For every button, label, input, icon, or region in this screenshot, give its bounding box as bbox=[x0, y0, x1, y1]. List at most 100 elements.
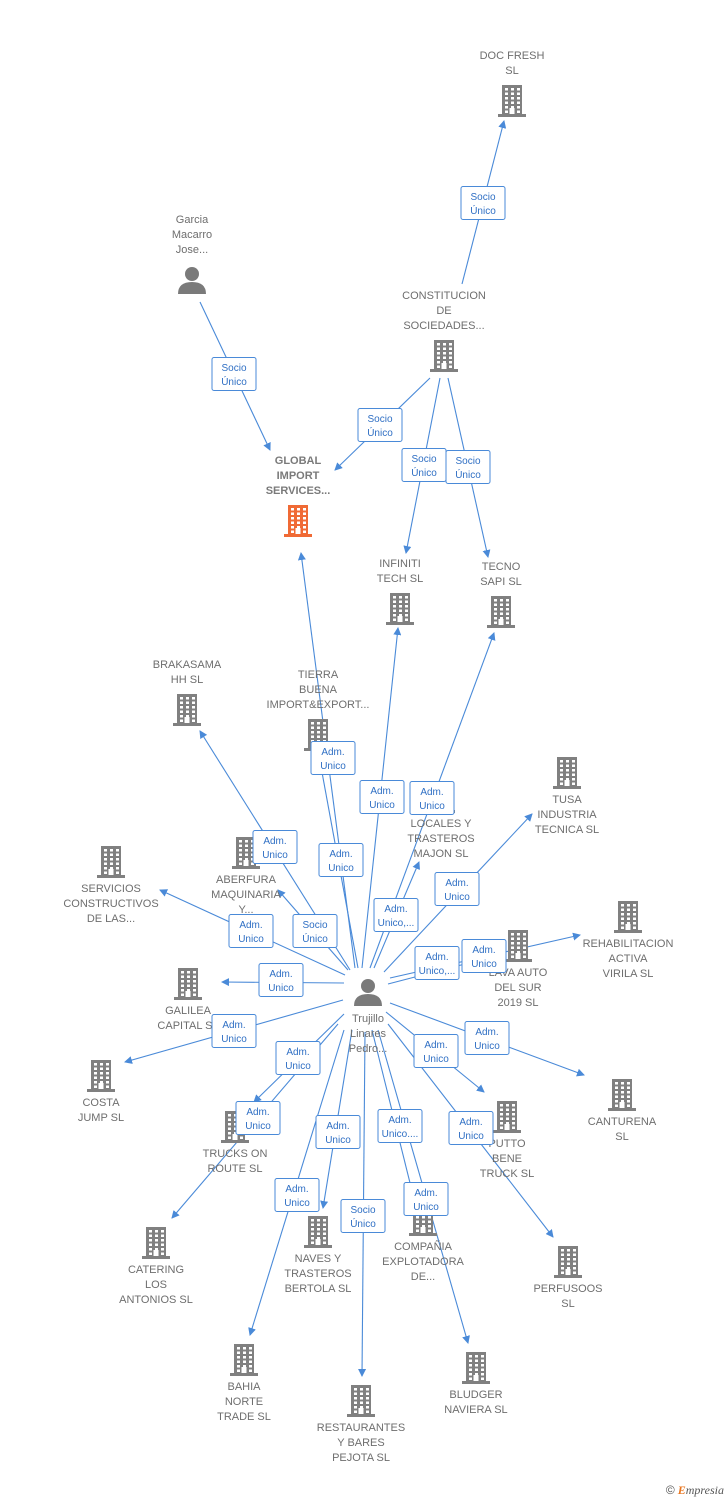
edge-label-line: Unico bbox=[325, 1135, 351, 1146]
node-label-line: Y... bbox=[238, 904, 253, 916]
node-label-line: EXPLOTADORA bbox=[382, 1256, 464, 1268]
node-label-line: PEJOTA SL bbox=[332, 1452, 390, 1464]
edge-label-box[interactable] bbox=[275, 1041, 321, 1075]
node-label-line: NORTE bbox=[225, 1396, 263, 1408]
edge-label-trujillo-to-infiniti[interactable]: Adm.Unico bbox=[359, 780, 405, 814]
edge-label-box[interactable] bbox=[274, 1178, 320, 1212]
edge-label-trujillo-to-trucks[interactable]: Adm.Unico bbox=[275, 1041, 321, 1075]
edge-label-trujillo-to-costa[interactable]: Adm.Unico bbox=[211, 1014, 257, 1048]
node-label-line: CAPITAL SL bbox=[157, 1020, 218, 1032]
edge-label-trujillo-to-lava[interactable]: Adm.Unico,... bbox=[414, 946, 460, 980]
edge-label-trujillo-to-locales[interactable]: Adm.Unico,... bbox=[373, 898, 419, 932]
edge-label-box[interactable] bbox=[310, 741, 356, 775]
edge-label-trujillo-to-canturena[interactable]: Adm.Unico bbox=[464, 1021, 510, 1055]
edge-label-box[interactable] bbox=[211, 1014, 257, 1048]
node-label-line: INFINITI bbox=[379, 558, 421, 570]
edge-label-box[interactable] bbox=[413, 1034, 459, 1068]
edge-label-box[interactable] bbox=[340, 1199, 386, 1233]
edge-label-line: Unico bbox=[262, 850, 288, 861]
node-label-line: Macarro bbox=[172, 229, 212, 241]
node-constitucion[interactable]: CONSTITUCIONDESOCIEDADES... bbox=[402, 290, 486, 372]
edge-label-box[interactable] bbox=[448, 1111, 494, 1145]
node-label-line: BRAKASAMA bbox=[153, 659, 222, 671]
edge-label-trujillo-to-global[interactable]: Adm.Unico bbox=[310, 741, 356, 775]
node-label-line: CONSTRUCTIVOS bbox=[63, 898, 158, 910]
edge-label-box[interactable] bbox=[228, 914, 274, 948]
edge-label-trujillo-to-galilea[interactable]: Adm.Unico bbox=[258, 963, 304, 997]
edge-label-trujillo-to-servicios[interactable]: Adm.Unico bbox=[228, 914, 274, 948]
edge-label-box[interactable] bbox=[377, 1109, 423, 1143]
node-label-line: 2019 SL bbox=[498, 997, 539, 1009]
edge-label-box[interactable] bbox=[461, 939, 507, 973]
edge-label-trujillo-to-rehabilitacion[interactable]: Adm.Unico bbox=[461, 939, 507, 973]
edge-label-line: Adm. bbox=[222, 1020, 245, 1031]
node-tierra[interactable]: TIERRABUENAIMPORT&EXPORT... bbox=[267, 669, 370, 751]
edge-label-box[interactable] bbox=[359, 780, 405, 814]
edge-label-box[interactable] bbox=[357, 408, 403, 442]
node-trujillo[interactable]: TrujilloLinaresPedro... bbox=[349, 979, 388, 1055]
edge-label-box[interactable] bbox=[414, 946, 460, 980]
node-garcia[interactable]: GarciaMacarroJose... bbox=[172, 214, 212, 294]
edge-label-box[interactable] bbox=[235, 1101, 281, 1135]
node-aberfura[interactable]: ABERFURAMAQUINARIAY... bbox=[211, 837, 281, 916]
edge-label-line: Unico bbox=[284, 1198, 310, 1209]
edge-label-trujillo-to-naves[interactable]: Adm.Unico bbox=[315, 1115, 361, 1149]
edge-label-trujillo-to-catering[interactable]: Adm.Unico bbox=[235, 1101, 281, 1135]
edge-label-box[interactable] bbox=[211, 357, 257, 391]
edge-label-box[interactable] bbox=[292, 914, 338, 948]
edge-label-trujillo-to-putto[interactable]: Adm.Unico bbox=[413, 1034, 459, 1068]
node-label-line: SOCIEDADES... bbox=[403, 320, 484, 332]
building-icon bbox=[504, 930, 532, 962]
edge-label-trujillo-to-tecno[interactable]: Adm.Unico bbox=[409, 781, 455, 815]
edge-label-trujillo-to-tusa[interactable]: Adm.Unico bbox=[434, 872, 480, 906]
edge-label-trujillo-to-bludger[interactable]: Adm.Unico bbox=[403, 1182, 449, 1216]
edge-label-trujillo-to-tierra[interactable]: Adm.Unico bbox=[318, 843, 364, 877]
node-global[interactable]: GLOBALIMPORTSERVICES... bbox=[266, 455, 331, 537]
edge-label-box[interactable] bbox=[252, 830, 298, 864]
edge-label-line: Socio bbox=[350, 1205, 375, 1216]
building-icon bbox=[173, 694, 201, 726]
edge-label-line: Unico bbox=[474, 1041, 500, 1052]
edge-label-trujillo-to-perfusoos[interactable]: Adm.Unico bbox=[448, 1111, 494, 1145]
edge-label-box[interactable] bbox=[403, 1182, 449, 1216]
edge-label-box[interactable] bbox=[464, 1021, 510, 1055]
edge-label-box[interactable] bbox=[318, 843, 364, 877]
edge-label-box[interactable] bbox=[434, 872, 480, 906]
node-label-line: DE bbox=[436, 305, 451, 317]
edge-label-box[interactable] bbox=[445, 450, 491, 484]
edge-label-trujillo-to-bahia[interactable]: Adm.Unico bbox=[274, 1178, 320, 1212]
edge-label-line: Socio bbox=[221, 363, 246, 374]
edge-label-box[interactable] bbox=[258, 963, 304, 997]
edge-label-box[interactable] bbox=[315, 1115, 361, 1149]
edge-label-trujillo-to-brakasama[interactable]: Adm.Unico bbox=[252, 830, 298, 864]
node-label-line: SAPI SL bbox=[480, 576, 522, 588]
edge-label-box[interactable] bbox=[409, 781, 455, 815]
edge-label-box[interactable] bbox=[460, 186, 506, 220]
edge-label-trujillo-to-compania[interactable]: Adm.Unico.... bbox=[377, 1109, 423, 1143]
edge-label-box[interactable] bbox=[373, 898, 419, 932]
